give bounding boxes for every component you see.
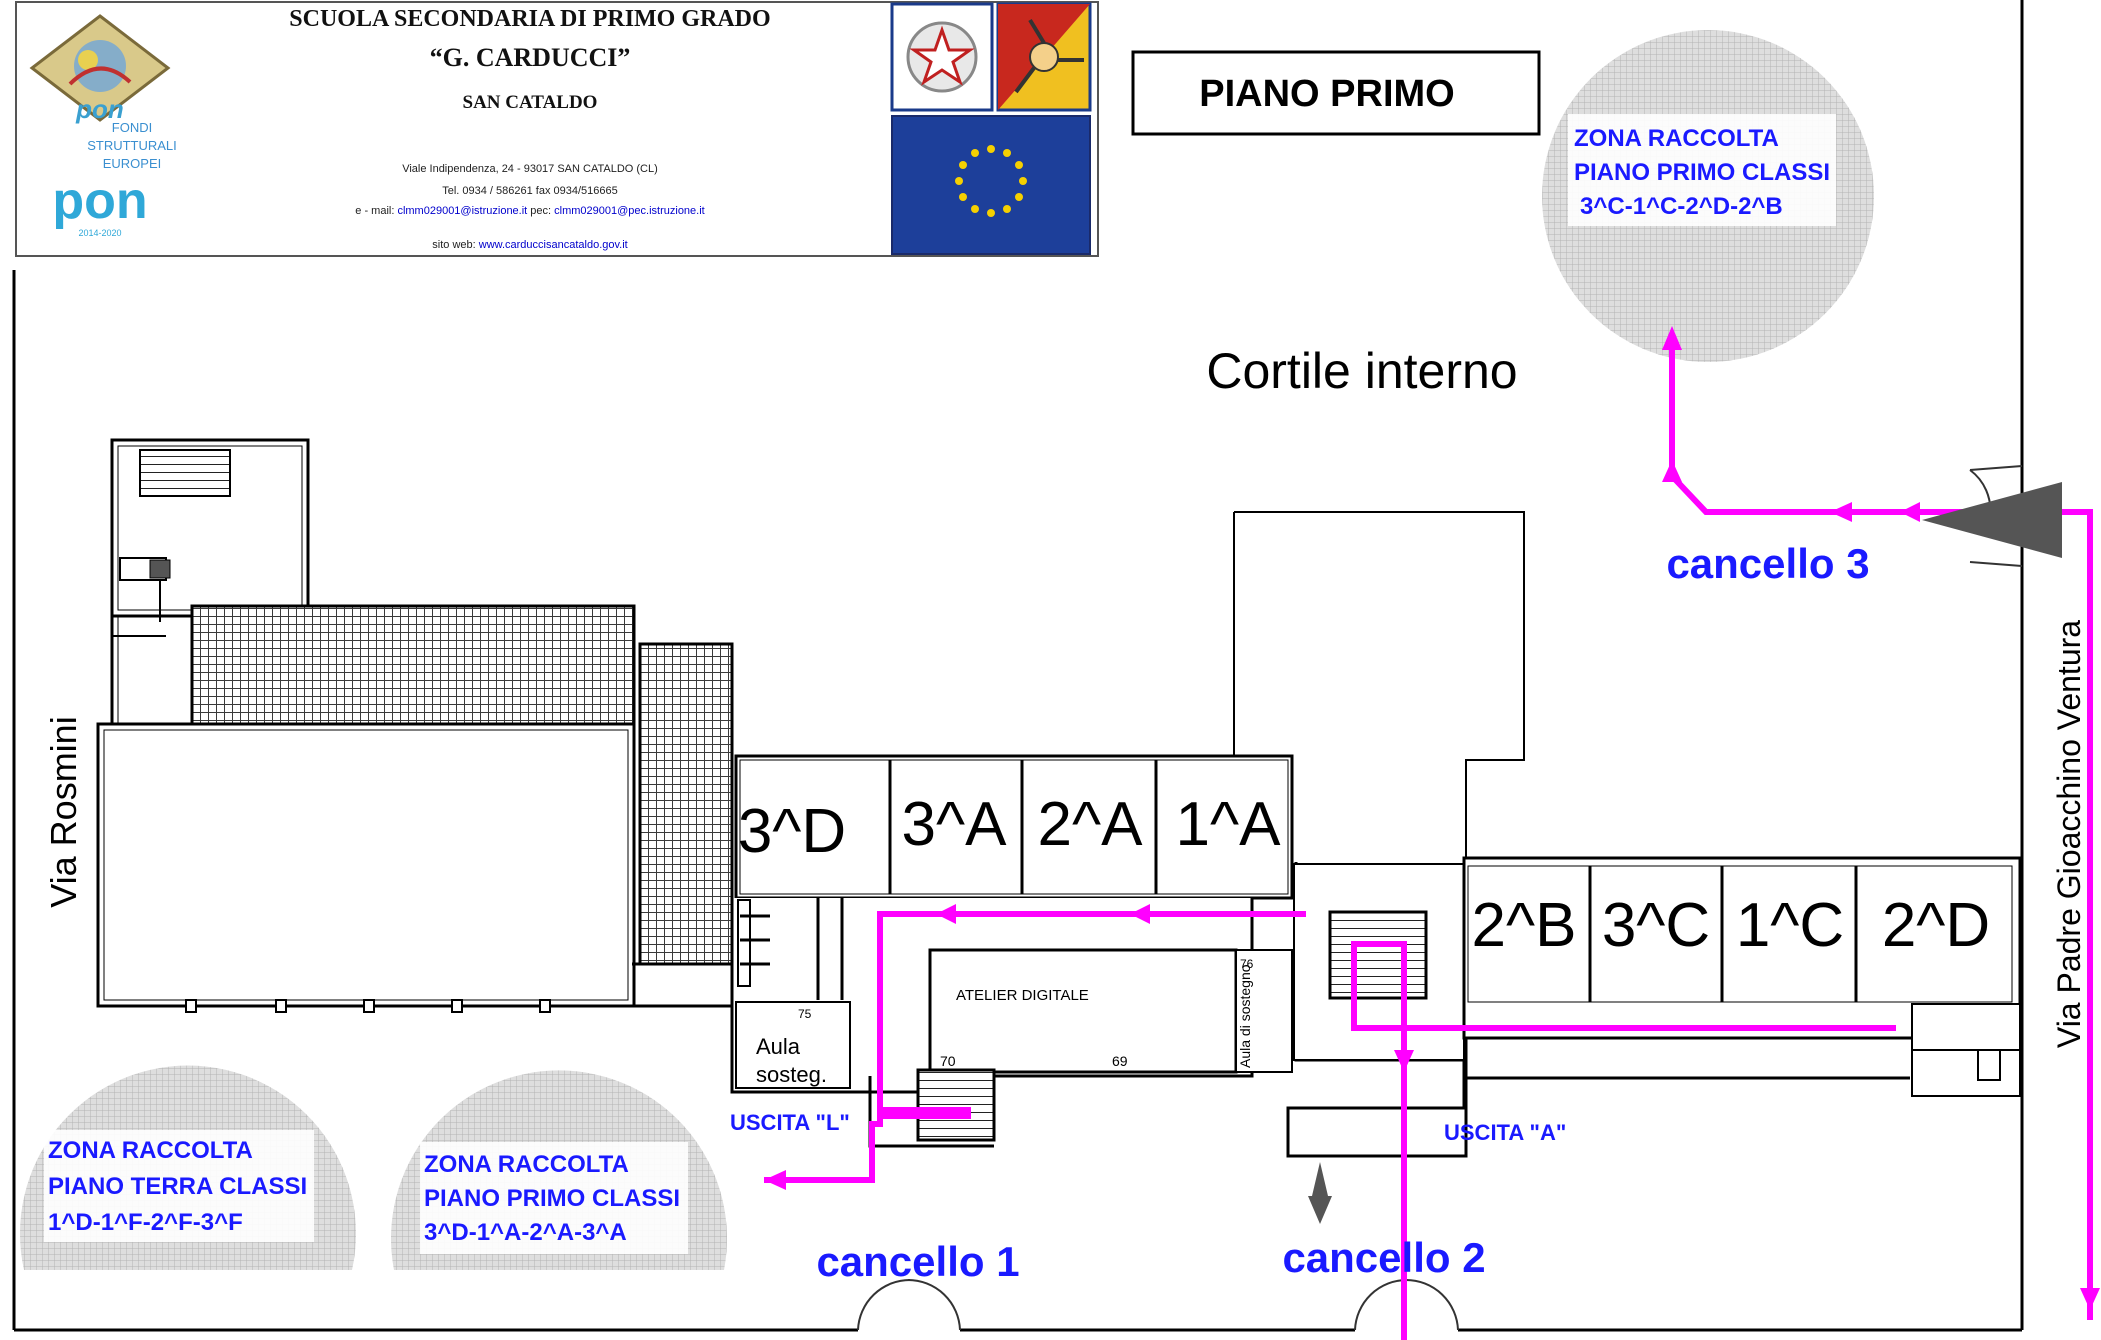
classroom-3A: 3^A	[902, 790, 1008, 859]
fondi-line-3: EUROPEI	[103, 156, 162, 171]
entry-arrow-gate2	[1308, 1162, 1332, 1224]
site-boundary	[12, 0, 2024, 1332]
street-right: Via Padre Gioacchino Ventura	[2051, 620, 2087, 1048]
zone-1-line-1: ZONA RACCOLTA	[1574, 125, 1779, 152]
street-left: Via Rosmini	[43, 716, 84, 907]
exit-L-label: USCITA "L"	[730, 1110, 850, 1135]
assembly-zone-3: ZONA RACCOLTA PIANO PRIMO CLASSI 3^D-1^A…	[391, 1070, 727, 1270]
zone-2-line-2: PIANO TERRA CLASSI	[48, 1173, 307, 1200]
school-name-line1: SCUOLA SECONDARIA DI PRIMO GRADO	[289, 6, 770, 32]
courtyard-label: Cortile interno	[1206, 343, 1517, 399]
arrow-left-1	[1830, 502, 1852, 522]
arrow-up-2	[1662, 460, 1682, 482]
classroom-1A: 1^A	[1176, 790, 1282, 859]
classroom-labels: 3^D 3^A 2^A 1^A 2^B 3^C 1^C 2^D	[738, 790, 1990, 960]
arrow-down-1	[1394, 1050, 1414, 1072]
site-link[interactable]: www.carduccisancataldo.gov.it	[478, 239, 628, 251]
school-city: SAN CATALDO	[463, 92, 598, 113]
gate-2-label: cancello 2	[1282, 1234, 1485, 1281]
route-exit-L	[764, 911, 1306, 1183]
pon-top-mark: pon	[75, 94, 124, 124]
eu-flag	[891, 115, 1091, 255]
entry-arrow-gate3	[1922, 482, 2062, 558]
assembly-zone-1: ZONA RACCOLTA PIANO PRIMO CLASSI 3^C-1^C…	[1542, 30, 1874, 362]
building-central	[730, 754, 1294, 1148]
zone-3-line-3: 3^D-1^A-2^A-3^A	[424, 1219, 627, 1246]
exit-A-label: USCITA "A"	[1444, 1120, 1566, 1145]
pec-link[interactable]: clmm029001@pec.istruzione.it	[554, 205, 705, 217]
arrow-left-exitL	[764, 1170, 786, 1190]
school-logo: pon	[29, 14, 171, 124]
zone-3-line-1: ZONA RACCOLTA	[424, 1151, 629, 1178]
arrow-left-2	[1900, 502, 1920, 522]
classroom-2B: 2^B	[1472, 891, 1577, 960]
italy-emblem	[890, 2, 994, 112]
zone-3-line-2: PIANO PRIMO CLASSI	[424, 1185, 680, 1212]
aula-sosteg-line-2: sosteg.	[756, 1062, 827, 1087]
classroom-3D: 3^D	[738, 797, 846, 866]
classroom-1C: 1^C	[1736, 891, 1844, 960]
zone-1-line-2: PIANO PRIMO CLASSI	[1574, 159, 1830, 186]
pon-years: 2014-2020	[78, 228, 121, 238]
room-number-75: 75	[798, 1007, 812, 1021]
zone-2-line-3: 1^D-1^F-2^F-3^F	[48, 1209, 243, 1236]
exit-labels: USCITA "L" USCITA "A"	[730, 1110, 1566, 1145]
route-arrows	[764, 326, 2100, 1310]
sicily-emblem	[996, 2, 1092, 112]
floor-title: PIANO PRIMO	[1199, 73, 1454, 115]
school-email-line: e - mail: clmm029001@istruzione.it pec: …	[355, 205, 704, 217]
email-link[interactable]: clmm029001@istruzione.it	[397, 205, 527, 217]
school-site-line: sito web: www.carduccisancataldo.gov.it	[432, 239, 627, 251]
school-phone: Tel. 0934 / 586261 fax 0934/516665	[442, 185, 618, 197]
atelier-label: ATELIER DIGITALE	[956, 987, 1089, 1004]
gate-arcs	[857, 465, 2023, 1331]
arrow-up-gate3	[1662, 326, 1682, 350]
school-header: pon FONDI STRUTTURALI EUROPEI pon 2014-2…	[15, 1, 1099, 257]
site-label: sito web:	[432, 239, 475, 251]
gate-3-label: cancello 3	[1666, 540, 1869, 587]
assembly-zone-2: ZONA RACCOLTA PIANO TERRA CLASSI 1^D-1^F…	[19, 1065, 357, 1270]
classroom-2A: 2^A	[1038, 790, 1144, 859]
classroom-2D: 2^D	[1882, 891, 1990, 960]
pec-label: pec:	[530, 205, 551, 217]
arrow-left-4	[936, 904, 956, 924]
building-west	[96, 438, 734, 1013]
arrow-down-right	[2080, 1288, 2100, 1310]
room-number-69: 69	[1112, 1053, 1128, 1069]
fondi-text: FONDI STRUTTURALI EUROPEI	[87, 120, 177, 171]
zone-1-line-3: 3^C-1^C-2^D-2^B	[1580, 193, 1783, 220]
zone-2-line-1: ZONA RACCOLTA	[48, 1137, 253, 1164]
gate-labels: cancello 1 cancello 2 cancello 3	[816, 540, 1869, 1285]
school-name-line2: “G. CARDUCCI”	[430, 43, 631, 72]
pon-logo: pon	[52, 172, 147, 230]
school-contacts: Viale Indipendenza, 24 - 93017 SAN CATAL…	[355, 163, 704, 251]
gate-1-label: cancello 1	[816, 1238, 1019, 1285]
room-number-70: 70	[940, 1053, 956, 1069]
aula-sosteg-line-1: Aula	[756, 1034, 801, 1059]
floor-title-box: PIANO PRIMO	[1131, 50, 1541, 136]
classroom-3C: 3^C	[1602, 891, 1710, 960]
email-prefix: e - mail:	[355, 205, 394, 217]
arrow-left-3	[1130, 904, 1150, 924]
room-labels: ATELIER DIGITALE Aula sosteg. Aula di so…	[756, 957, 1254, 1087]
school-address: Viale Indipendenza, 24 - 93017 SAN CATAL…	[402, 163, 658, 175]
room-number-76: 76	[1240, 957, 1254, 971]
school-title: SCUOLA SECONDARIA DI PRIMO GRADO “G. CAR…	[289, 6, 770, 113]
route-to-gate-3	[1669, 336, 2093, 1320]
fondi-line-2: STRUTTURALI	[87, 138, 177, 153]
aula-sostegno-vertical: Aula di sostegno	[1237, 964, 1253, 1068]
fondi-line-1: FONDI	[112, 120, 152, 135]
